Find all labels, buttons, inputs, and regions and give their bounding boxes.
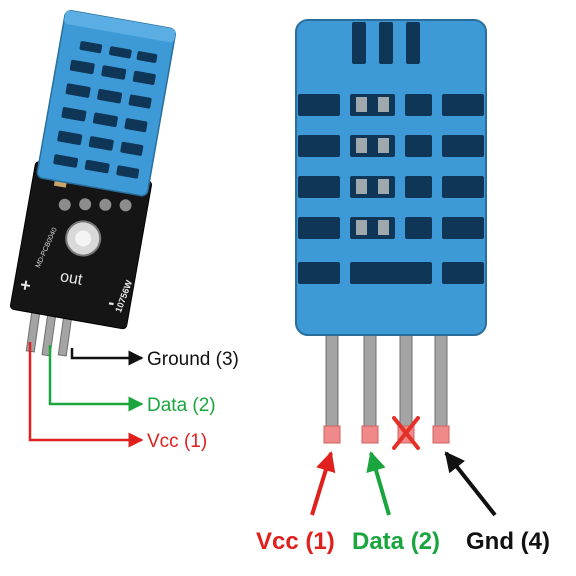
sensor-pin-tip-4 [432, 425, 450, 444]
module-housing-slots [53, 41, 158, 179]
sensor-arrow-gnd [444, 451, 497, 517]
module-pcb: MD-PCB0040 out + - 10756W [9, 161, 152, 330]
module-label-ground: Ground (3) [147, 349, 239, 370]
sensor-label-data: Data (2) [352, 528, 440, 555]
module-sensor-housing [36, 9, 177, 197]
sensor-pin-1 [325, 331, 339, 428]
cross-icon [392, 416, 420, 450]
sensor-pin-tip-2 [361, 425, 379, 444]
pcb-plus-label: + [19, 274, 33, 296]
sensor-arrow-vcc [310, 451, 336, 516]
dht11-module: MD-PCB0040 out + - 10756W [9, 9, 177, 357]
sensor-arrow-data [366, 451, 391, 516]
sensor-pin-tip-1 [323, 425, 341, 444]
sensor-pin-2 [363, 331, 377, 428]
pcb-minus-label: - [107, 292, 116, 313]
sensor-pin-3 [399, 331, 413, 428]
sensor-label-gnd: Gnd (4) [466, 528, 550, 555]
sensor-vent-windows [356, 97, 389, 235]
module-connector-data [48, 345, 144, 412]
module-label-data: Data (2) [147, 395, 216, 416]
pcb-out-label: out [59, 268, 84, 289]
sensor-pins [323, 331, 450, 444]
module-label-vcc: Vcc (1) [147, 431, 207, 452]
module-connector-ground [70, 348, 144, 366]
module-connector-vcc [28, 342, 144, 448]
sensor-label-vcc: Vcc (1) [256, 528, 335, 555]
sensor-pin-4 [434, 331, 448, 428]
dht11-sensor [295, 19, 487, 450]
